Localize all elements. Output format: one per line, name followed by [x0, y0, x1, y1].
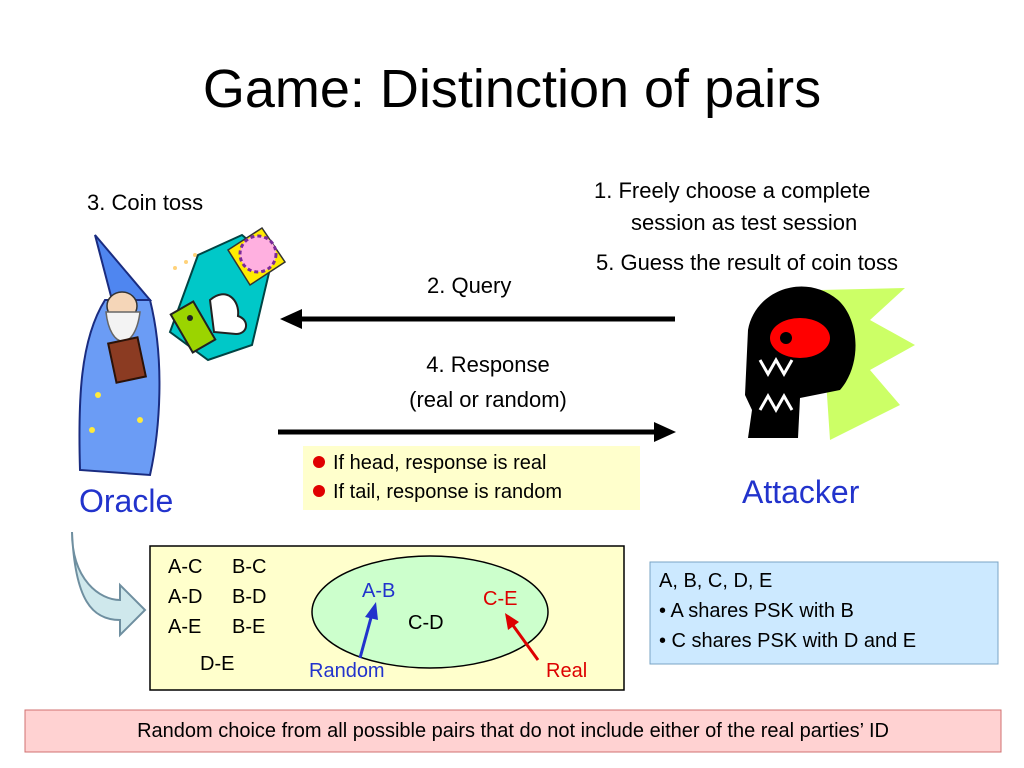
footer-note: Random choice from all possible pairs th… [137, 720, 889, 742]
footer-box [24, 709, 1002, 753]
choose-session-line1: 1. Freely choose a complete [594, 178, 871, 203]
bullet-icon [313, 485, 325, 497]
response-label-line2: (real or random) [409, 387, 567, 412]
coin-toss-icon [168, 226, 287, 362]
pair-c-d: C-D [408, 612, 444, 634]
pair-a-b: A-B [362, 580, 396, 602]
flow-arrow [71, 531, 147, 638]
parties-title: A, B, C, D, E [659, 570, 773, 592]
pair-a-c: A-C [168, 556, 203, 578]
candidate-pairs-ellipse [311, 555, 549, 669]
pair-c-e: C-E [483, 588, 518, 610]
rule-item: If tail, response is random [313, 478, 640, 507]
pair-b-c: B-C [232, 556, 267, 578]
oracle-label: Oracle [79, 483, 174, 519]
pair-b-d: B-D [232, 586, 267, 608]
bullet-icon [313, 456, 325, 468]
guess-label: 5. Guess the result of coin toss [596, 250, 899, 275]
pair-d-e: D-E [200, 653, 235, 675]
random-arrow [358, 602, 378, 659]
real-label: Real [546, 660, 588, 682]
pair-a-e: A-E [168, 616, 202, 638]
response-arrow [278, 422, 676, 442]
rule-item: If head, response is real [313, 449, 640, 478]
pair-a-d: A-D [168, 586, 203, 608]
response-label-line1: 4. Response [426, 352, 550, 377]
parties-item: • C shares PSK with D and E [659, 630, 917, 652]
rules-box: If head, response is real If tail, respo… [303, 446, 640, 510]
query-label: 2. Query [427, 273, 512, 298]
choose-session-line2: session as test session [631, 210, 858, 235]
parties-list: A, B, C, D, E • A shares PSK with B • C … [659, 566, 916, 656]
random-label: Random [309, 660, 385, 682]
attacker-label: Attacker [742, 474, 860, 510]
parties-item: • A shares PSK with B [659, 600, 854, 622]
pair-b-e: B-E [232, 616, 266, 638]
coin-toss-label: 3. Coin toss [87, 190, 204, 215]
parties-box [649, 561, 999, 665]
attacker-icon [745, 286, 915, 440]
query-arrow [280, 309, 675, 329]
wizard-icon [78, 234, 197, 477]
slide-title: Game: Distinction of pairs [202, 59, 822, 119]
real-arrow [505, 613, 540, 661]
